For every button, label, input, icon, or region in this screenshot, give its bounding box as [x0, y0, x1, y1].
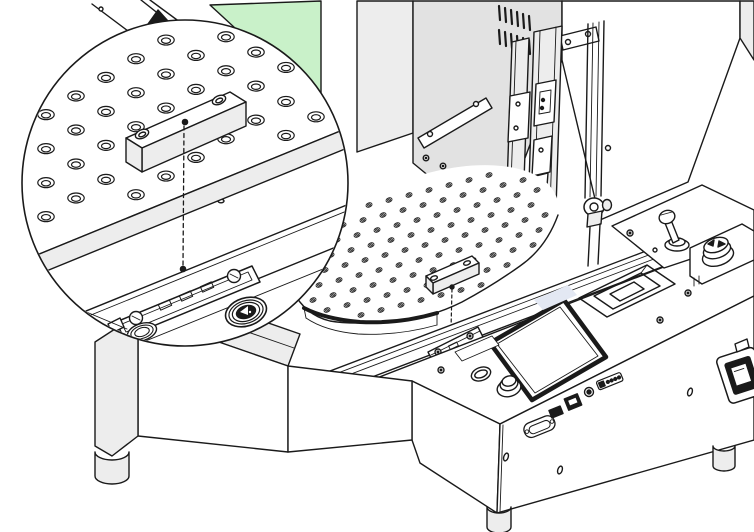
machine	[91, 0, 754, 532]
serial-port	[523, 415, 556, 439]
workpiece-clamp-bar	[425, 255, 480, 295]
power-inlet	[716, 346, 754, 404]
laser-warning-label	[224, 296, 268, 328]
usb-port-deck	[470, 366, 492, 382]
table-edge-shadow	[302, 306, 439, 325]
magnifier-callout	[21, 19, 349, 347]
ethernet-port	[563, 393, 583, 411]
label-sticker-white	[454, 335, 500, 362]
deck-cutout-plate	[578, 264, 676, 318]
column-bracket	[417, 97, 493, 149]
audio-jack	[583, 386, 595, 398]
joystick	[652, 209, 690, 253]
right-side-panel	[559, 0, 754, 221]
belt-drive	[583, 20, 613, 267]
label-sticker-blue	[534, 285, 577, 310]
connector-panel	[523, 372, 624, 439]
leader-dashed-line	[450, 288, 453, 330]
rail-carriage	[507, 91, 531, 143]
emergency-stop	[689, 223, 754, 287]
rotary-table	[291, 165, 559, 335]
control-panel	[611, 184, 754, 324]
usb-port-side	[548, 405, 564, 419]
magnifier-rim	[21, 19, 349, 347]
pin-header-port	[596, 372, 624, 391]
machine-feet	[94, 445, 736, 532]
power-button	[496, 375, 522, 398]
dashed-leader-magnified	[179, 118, 189, 273]
cabinet-front-face	[496, 295, 754, 514]
